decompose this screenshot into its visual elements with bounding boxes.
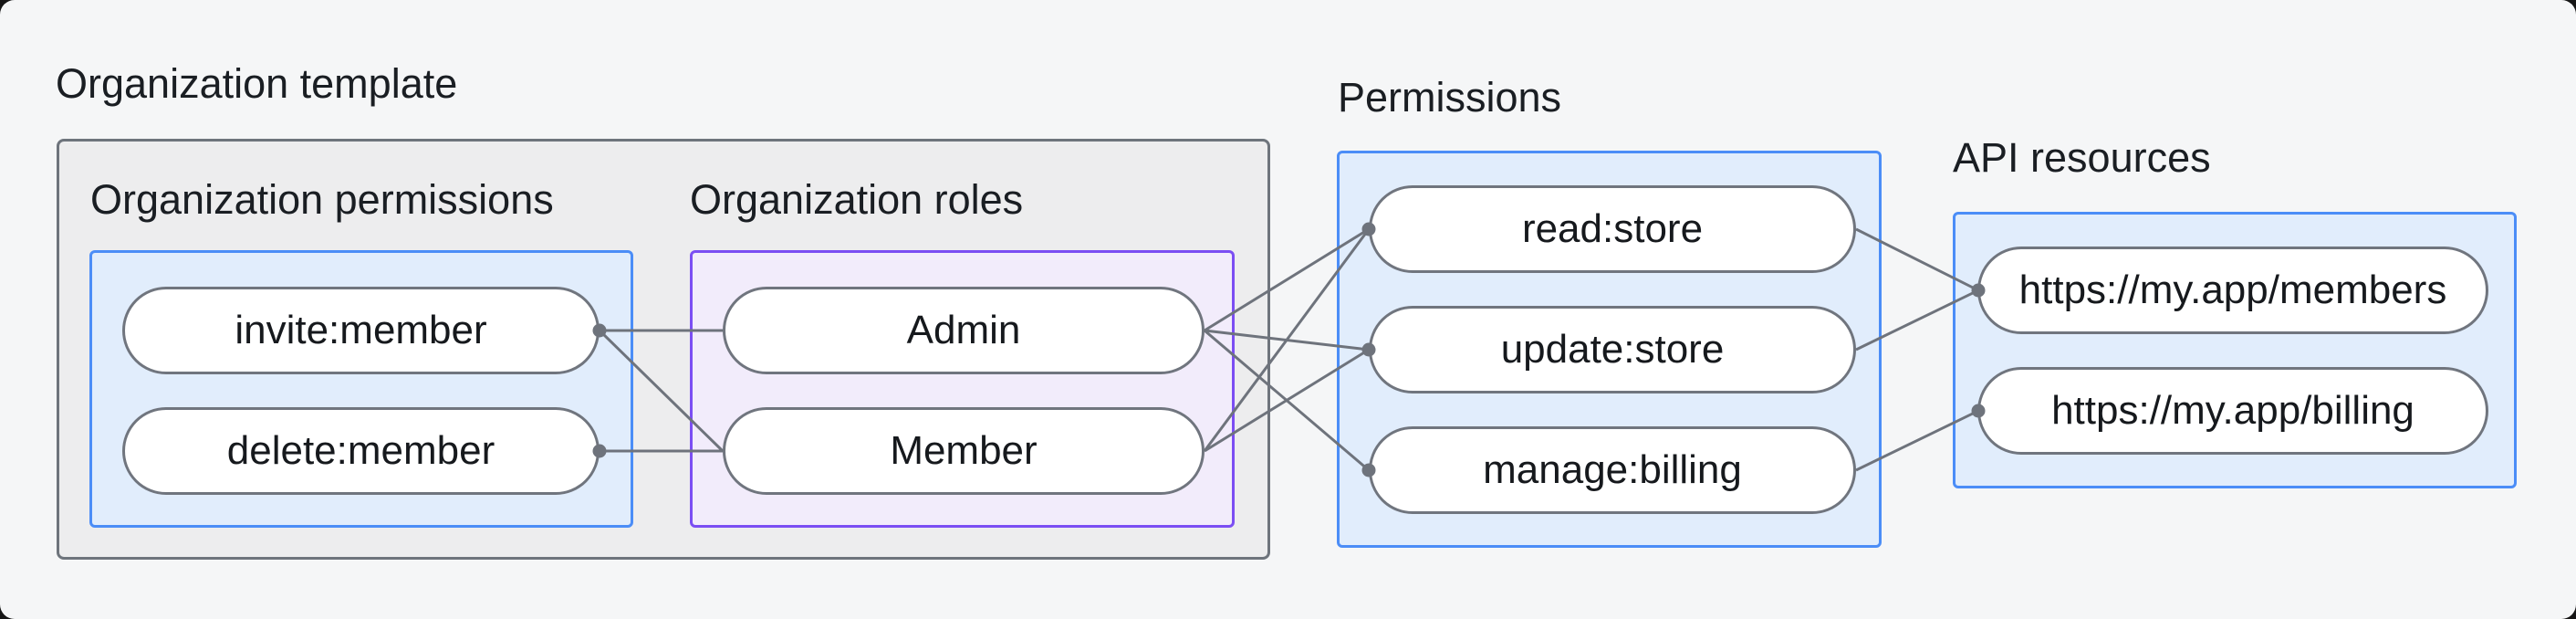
org-template-title: Organization template	[56, 60, 458, 107]
node-member: Member	[723, 407, 1205, 495]
node-delete-member: delete:member	[122, 407, 600, 495]
org-roles-label: Organization roles	[690, 176, 1024, 223]
node-invite-member-label: invite:member	[235, 308, 487, 352]
node-invite-member: invite:member	[122, 287, 600, 374]
node-manage-billing: manage:billing	[1369, 426, 1856, 514]
node-manage-billing-label: manage:billing	[1483, 447, 1742, 492]
node-update-store-label: update:store	[1500, 327, 1725, 372]
node-api-members-label: https://my.app/members	[2018, 268, 2447, 312]
node-admin-label: Admin	[906, 308, 1021, 352]
node-member-label: Member	[890, 428, 1038, 473]
node-read-store-label: read:store	[1521, 206, 1704, 251]
node-api-billing: https://my.app/billing	[1977, 367, 2488, 455]
node-api-billing-label: https://my.app/billing	[2051, 388, 2414, 433]
node-admin: Admin	[723, 287, 1205, 374]
node-api-members: https://my.app/members	[1977, 247, 2488, 334]
node-delete-member-label: delete:member	[226, 428, 495, 473]
node-update-store: update:store	[1369, 306, 1856, 393]
node-read-store: read:store	[1369, 185, 1856, 273]
permissions-label: Permissions	[1338, 74, 1562, 121]
org-permissions-label: Organization permissions	[90, 176, 554, 223]
api-resources-label: API resources	[1953, 134, 2211, 181]
